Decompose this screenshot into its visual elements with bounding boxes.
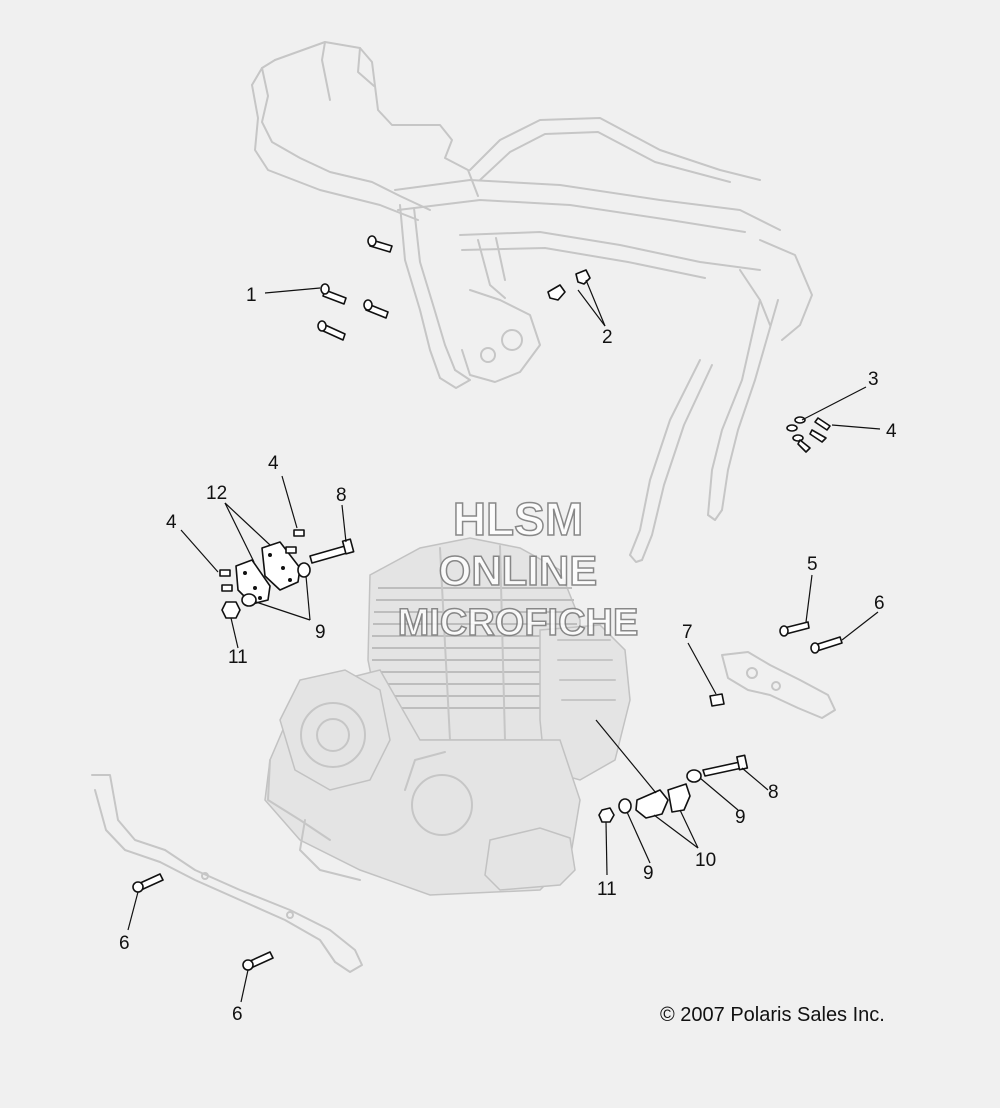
bolt-4e-icon — [285, 546, 297, 554]
callout-12: 12 — [206, 483, 227, 504]
callout-9-left: 9 — [315, 622, 326, 643]
bolt-1b-icon — [367, 235, 393, 253]
callout-4-right: 4 — [886, 421, 897, 442]
callout-6-right: 6 — [874, 593, 885, 614]
callout-6-lower-left: 6 — [119, 933, 130, 954]
bolt-1a-icon — [320, 283, 347, 305]
washer-9a-icon — [297, 562, 311, 578]
watermark-line3: MICROFICHE — [398, 602, 639, 644]
callout-2: 2 — [602, 327, 613, 348]
bolt-4g-icon — [221, 584, 233, 592]
bolt-6b-icon — [132, 873, 164, 893]
bracket-10a-icon — [635, 789, 669, 819]
washer-9b-icon — [241, 593, 257, 607]
watermark: HLSM ONLINE MICROFICHE — [397, 492, 639, 645]
engine-assembly — [264, 537, 631, 896]
bushing-7-icon — [709, 693, 725, 707]
copyright-text: © 2007 Polaris Sales Inc. — [660, 1004, 885, 1026]
callout-5: 5 — [807, 554, 818, 575]
callout-labels: 1 2 3 4 4 4 5 6 6 6 7 8 8 9 9 9 10 11 11… — [119, 285, 897, 1025]
callout-7: 7 — [682, 622, 693, 643]
frame-assembly — [251, 41, 813, 563]
lower-support-rod — [91, 774, 363, 973]
bracket-10b-icon — [667, 783, 691, 813]
mount-plate-12b-icon — [235, 559, 271, 605]
washer-3b-icon — [786, 424, 798, 432]
callout-10: 10 — [695, 850, 716, 871]
bolt-6a-icon — [810, 636, 843, 654]
callout-11-left: 11 — [228, 647, 248, 668]
right-mount-arm — [721, 651, 836, 719]
callout-8-right: 8 — [768, 782, 779, 803]
bolt-6c-icon — [242, 951, 274, 971]
long-bolt-8b-icon — [702, 754, 749, 777]
callout-8-left: 8 — [336, 485, 347, 506]
bolt-4a-icon — [814, 417, 831, 431]
bolt-4c-icon — [797, 439, 811, 453]
washer-3a-icon — [794, 416, 806, 424]
callout-11-right: 11 — [597, 879, 617, 900]
callout-3: 3 — [868, 369, 879, 390]
bolt-4d-icon — [293, 529, 305, 537]
callout-9-right: 9 — [735, 807, 746, 828]
callout-1: 1 — [246, 285, 257, 306]
clamp-2b-icon — [575, 269, 591, 285]
nut-11b-icon — [598, 807, 615, 823]
bolt-1d-icon — [317, 320, 346, 341]
watermark-line2: ONLINE — [439, 547, 598, 594]
callout-4-top: 4 — [268, 453, 279, 474]
washer-3c-icon — [792, 434, 804, 442]
callout-4-left: 4 — [166, 512, 177, 533]
washer-9c-icon — [686, 769, 702, 783]
nut-11a-icon — [221, 601, 241, 619]
leader-lines — [127, 279, 881, 1003]
washer-9d-icon — [618, 798, 632, 814]
callout-6-bottom: 6 — [232, 1004, 243, 1025]
bolt-5-icon — [779, 621, 810, 637]
bolt-4f-icon — [219, 569, 231, 577]
clamp-2a-icon — [547, 284, 566, 301]
watermark-line1: HLSM — [453, 493, 583, 545]
bolt-1c-icon — [363, 299, 389, 319]
hardware — [132, 235, 843, 971]
bolt-4b-icon — [809, 429, 827, 443]
callout-9-lower: 9 — [643, 863, 654, 884]
long-bolt-8a-icon — [309, 538, 355, 564]
